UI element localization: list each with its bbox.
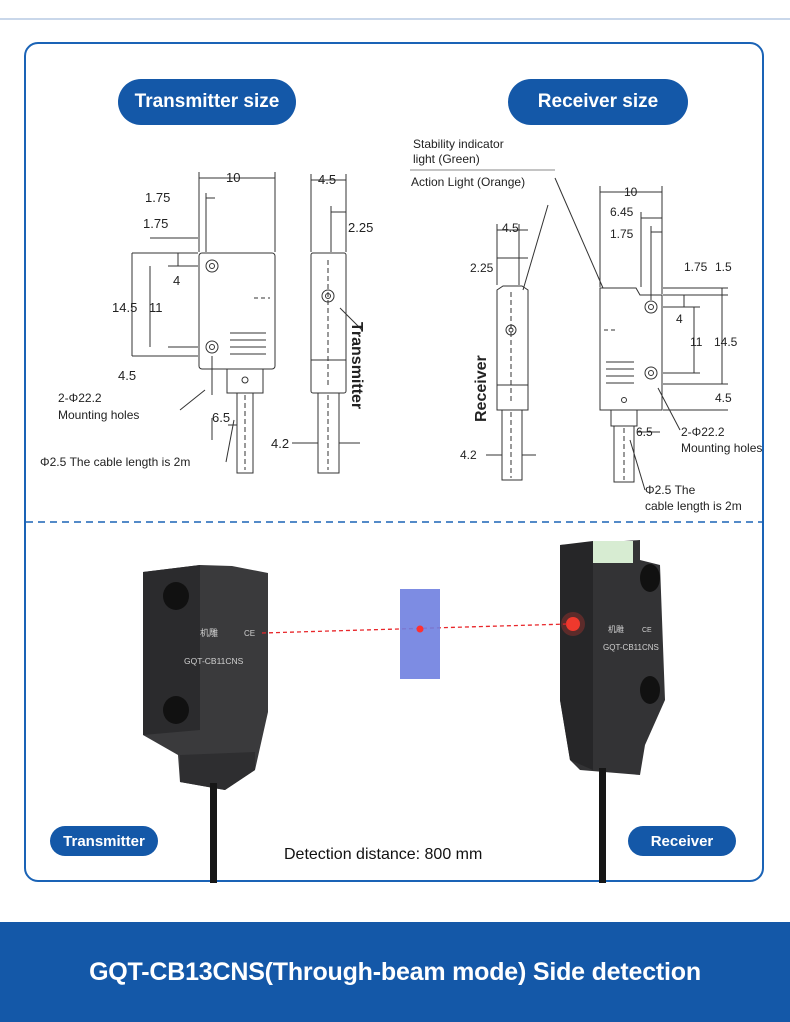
tx-side-label: Transmitter	[348, 322, 365, 409]
rx-action: Action Light (Orange)	[411, 175, 525, 189]
tx-dim-1-75-b: 1.75	[143, 216, 168, 231]
detection-target	[400, 589, 440, 679]
receiver-product: 机雕 CE GQT-CB11CNS	[560, 540, 665, 883]
tx-ce: CE	[244, 629, 255, 638]
rx-dim-1-75: 1.75	[610, 227, 634, 241]
rx-dim-4-5: 4.5	[502, 221, 519, 235]
rx-dimension-labels: Stability indicator light (Green) Action…	[411, 137, 762, 513]
transmitter-label: Transmitter	[63, 832, 145, 850]
footer-banner: GQT-CB13CNS(Through-beam mode) Side dete…	[0, 922, 790, 1022]
rx-stability-2: light (Green)	[413, 152, 480, 166]
tx-dim-4-2: 4.2	[271, 436, 289, 451]
rx-cable-line	[599, 768, 606, 883]
tx-mount-hole-top	[163, 582, 189, 610]
rx-action-led	[566, 617, 580, 631]
tx-dim-14-5: 14.5	[112, 300, 137, 315]
receiver-label: Receiver	[650, 832, 714, 850]
rx-side-label: Receiver	[473, 355, 490, 422]
tx-dim-1-75-a: 1.75	[145, 190, 170, 205]
rx-ce: CE	[642, 627, 652, 634]
rx-dim-10: 10	[624, 185, 638, 199]
rx-status-led	[593, 541, 633, 563]
tx-cable-line	[210, 783, 217, 883]
tx-dim-4-5: 4.5	[318, 172, 336, 187]
rx-dim-4-5b: 4.5	[715, 391, 732, 405]
transmitter-size-badge: Transmitter size	[118, 79, 296, 125]
rx-holes-note: Mounting holes	[681, 441, 762, 455]
tx-mount-hole-bottom	[163, 696, 189, 724]
rx-cable: Φ2.5 The	[645, 483, 696, 497]
rx-dim-11: 11	[690, 335, 703, 349]
tx-dim-4: 4	[173, 273, 180, 288]
rx-dim-2-25: 2.25	[470, 261, 494, 275]
tx-side-view	[292, 174, 363, 474]
receiver-size-label: Receiver size	[537, 91, 659, 112]
rx-dim-4: 4	[676, 312, 683, 326]
tx-dim-11: 11	[149, 300, 163, 315]
rx-dim-14-5: 14.5	[714, 335, 738, 349]
light-beam	[261, 623, 569, 634]
tx-dimension-labels: 10 4.5 1.75 1.75 2.25 4 14.5 11 4.5 2-Φ2…	[40, 170, 373, 469]
rx-cable-2: cable length is 2m	[645, 499, 742, 513]
rx-front-view	[410, 169, 728, 491]
rx-mount-hole-bottom	[640, 676, 660, 704]
tx-dim-4-5b: 4.5	[118, 368, 136, 383]
tx-holes-note: Mounting holes	[58, 408, 139, 422]
detection-distance: Detection distance: 800 mm	[284, 846, 483, 863]
footer-title: GQT-CB13CNS(Through-beam mode) Side dete…	[89, 957, 701, 986]
tx-front-view	[131, 172, 276, 474]
rx-side-view	[486, 204, 549, 481]
rx-holes: 2-Φ22.2	[681, 425, 725, 439]
tx-brand: 机雕	[200, 627, 218, 638]
rx-dim-1-5: 1.5	[715, 260, 732, 274]
transmitter-product: 机雕 CE GQT-CB11CNS	[143, 565, 268, 883]
tx-dim-6-5: 6.5	[212, 410, 230, 425]
rx-stability: Stability indicator	[413, 137, 504, 151]
rx-brand: 机雕	[608, 624, 624, 634]
tx-dim-2-25: 2.25	[348, 220, 373, 235]
rx-dim-1-75b: 1.75	[684, 260, 708, 274]
rx-dim-4-2: 4.2	[460, 448, 477, 462]
beam-spot	[416, 625, 424, 633]
tx-cable: Φ2.5 The cable length is 2m	[40, 455, 190, 469]
rx-model: GQT-CB11CNS	[603, 643, 659, 652]
rx-dim-6-45: 6.45	[610, 205, 634, 219]
rx-dim-6-5: 6.5	[636, 425, 653, 439]
transmitter-size-label: Transmitter size	[134, 91, 280, 112]
receiver-size-badge: Receiver size	[508, 79, 688, 125]
receiver-badge: Receiver	[628, 826, 736, 856]
top-divider	[0, 0, 790, 20]
tx-model: GQT-CB11CNS	[184, 656, 244, 666]
rx-mount-hole-top	[640, 564, 660, 592]
tx-holes: 2-Φ22.2	[58, 391, 102, 405]
transmitter-badge: Transmitter	[50, 826, 158, 856]
tx-dim-10: 10	[226, 170, 240, 185]
